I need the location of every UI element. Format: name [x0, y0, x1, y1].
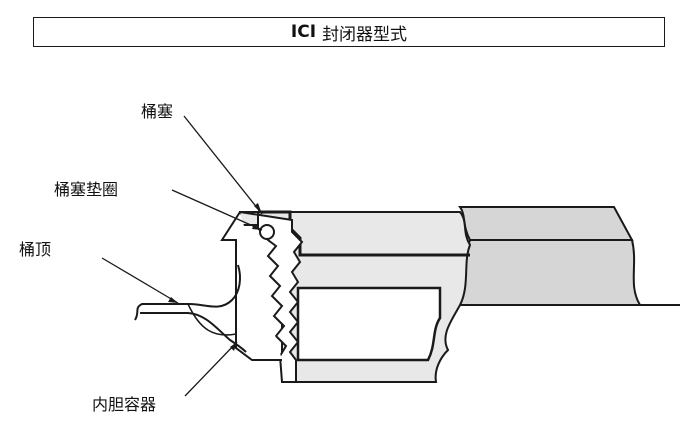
- leader-inner-container-arrow: [230, 342, 237, 351]
- leader-plug: [183, 115, 263, 215]
- right-lower-block: [458, 239, 642, 306]
- leader-drum-top-arrow: [168, 297, 178, 303]
- right-top-slab: [458, 206, 634, 241]
- label-plug: 桶塞: [141, 102, 174, 121]
- label-plug-gasket: 桶塞垫圈: [54, 180, 119, 199]
- drum-top-inner-curve: [187, 303, 237, 336]
- leader-gasket: [171, 189, 263, 231]
- leader-inner-container: [184, 341, 238, 397]
- drum-top-sheet-lower: [140, 312, 247, 353]
- label-drum-top: 桶顶: [19, 240, 52, 259]
- title-prefix: ICI: [290, 22, 317, 42]
- leader-drum-top: [101, 257, 179, 304]
- gasket-ring: [259, 224, 275, 240]
- title-box: ICI 封闭器型式: [33, 17, 665, 47]
- plug-outline-thick: [258, 210, 470, 257]
- leader-plug-arrow: [254, 203, 262, 214]
- plug-inner-window: [296, 286, 442, 362]
- drum-top-sheet: [134, 264, 241, 321]
- label-inner-container: 内胆容器: [92, 395, 157, 414]
- leader-gasket-arrow: [252, 224, 262, 230]
- threaded-flange: [239, 211, 304, 383]
- title-text: 封闭器型式: [322, 24, 408, 45]
